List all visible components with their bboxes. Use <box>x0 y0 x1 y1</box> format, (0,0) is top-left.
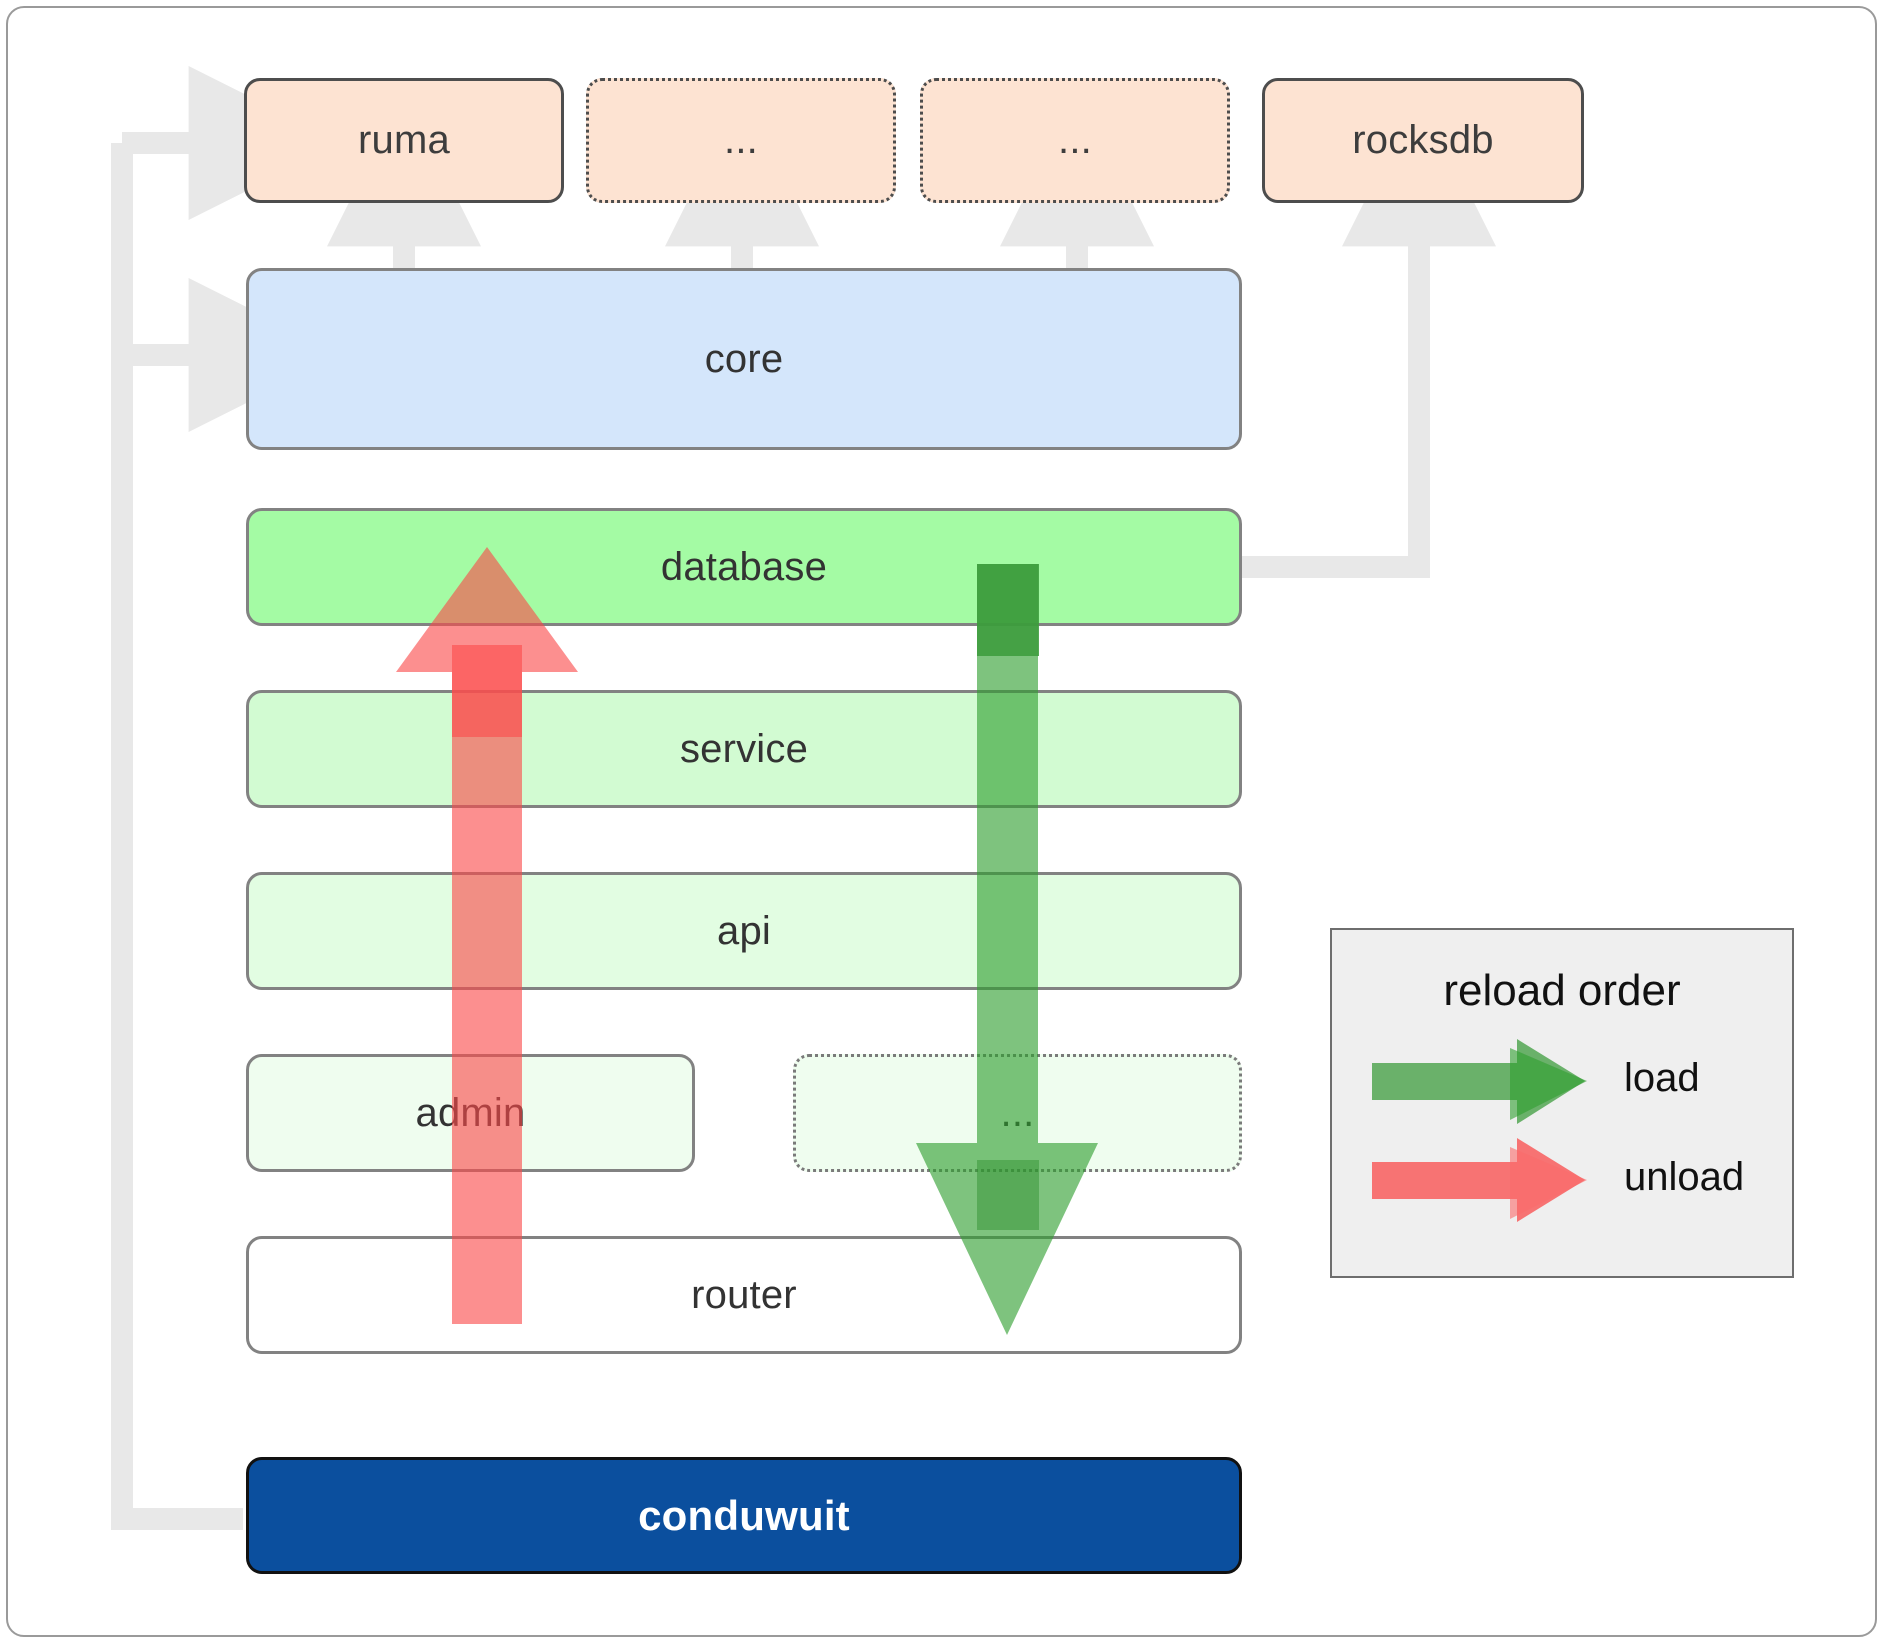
legend-label-unload: unload <box>1624 1155 1745 1199</box>
legend-arrows <box>1372 1039 1587 1222</box>
layer-label-router: router <box>691 1272 797 1317</box>
legend-label-load: load <box>1624 1056 1700 1100</box>
legend-swatch-unload-head <box>1510 1147 1587 1219</box>
diagram-frame <box>6 6 1877 1637</box>
dependency-label-ruma: ruma <box>358 118 450 162</box>
dependency-box-3[interactable]: ... <box>920 78 1230 203</box>
root-label-conduwuit: conduwuit <box>638 1491 850 1539</box>
legend-title: reload order <box>1443 966 1681 1015</box>
layer-box-router[interactable]: router <box>246 1236 1242 1354</box>
layer-label-service: service <box>679 726 809 771</box>
layer-box-service[interactable]: service <box>246 690 1242 808</box>
layer-label-extra: ... <box>1000 1090 1035 1135</box>
dependency-label-rocksdb: rocksdb <box>1352 118 1494 162</box>
layer-box-api[interactable]: api <box>246 872 1242 990</box>
layer-box-database[interactable]: database <box>246 508 1242 626</box>
layer-box-admin[interactable]: admin <box>246 1054 695 1172</box>
legend-panel: reload order load unload <box>1330 928 1794 1278</box>
dependency-label-2: ... <box>724 118 758 162</box>
layer-label-api: api <box>717 908 771 953</box>
layer-box-extra[interactable]: ... <box>793 1054 1242 1172</box>
dependency-box-ruma[interactable]: ruma <box>244 78 564 203</box>
dependency-box-2[interactable]: ... <box>586 78 896 203</box>
core-box[interactable]: core <box>246 268 1242 450</box>
layer-label-admin: admin <box>415 1090 526 1135</box>
root-box-conduwuit[interactable]: conduwuit <box>246 1457 1242 1574</box>
legend-swatch-load-head <box>1510 1048 1587 1120</box>
layer-label-database: database <box>660 544 828 589</box>
core-label: core <box>704 336 784 381</box>
dependency-box-rocksdb[interactable]: rocksdb <box>1262 78 1584 203</box>
dependency-label-3: ... <box>1058 118 1092 162</box>
